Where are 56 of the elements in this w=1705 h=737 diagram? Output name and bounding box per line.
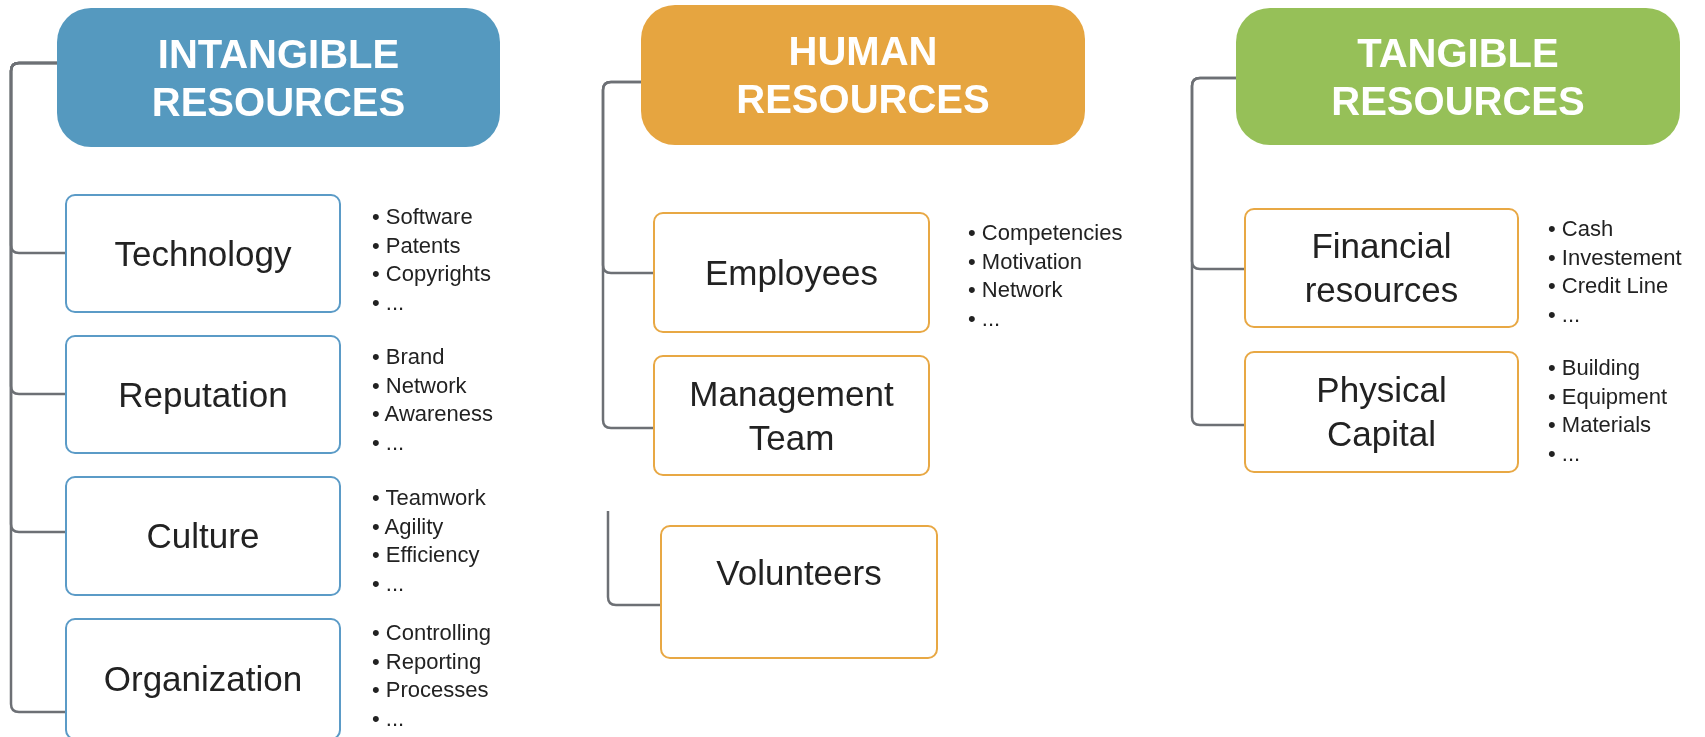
connector-line	[606, 511, 660, 607]
resource-box	[653, 212, 930, 333]
category-header	[641, 5, 1085, 145]
bullet-item: • ...	[372, 704, 406, 733]
category-header	[1236, 8, 1680, 145]
bullet-item: • Teamwork	[372, 484, 486, 512]
resource-box	[660, 525, 938, 659]
bullet-item: • ...	[372, 569, 406, 598]
bullet-item: • Cash	[1548, 215, 1615, 243]
bullet-item: • ...	[1548, 300, 1582, 329]
bullet-item: • Efficiency	[372, 541, 481, 569]
connector-line	[9, 61, 65, 714]
box-label: Reputation	[118, 373, 288, 416]
bullet-item: • ...	[372, 288, 406, 317]
box-label: Financial resources	[1303, 225, 1460, 311]
header-text: INTANGIBLE RESOURCES	[150, 30, 407, 126]
header-text: TANGIBLE RESOURCES	[1330, 29, 1586, 125]
bullet-item: • Equipment	[1548, 382, 1667, 411]
bullet-item: • Investement	[1548, 243, 1682, 272]
box-label: Employees	[704, 251, 879, 294]
bullet-item: • Network	[968, 276, 1064, 304]
box-label: Technology	[114, 232, 292, 275]
resource-box	[65, 618, 341, 737]
bullet-item: • Competencies	[968, 219, 1123, 247]
bullet-item: • Network	[372, 371, 468, 400]
bullet-item: • Reporting	[372, 647, 483, 676]
bullet-item: • Controlling	[372, 619, 491, 647]
bullet-item: • Processes	[372, 676, 490, 704]
header-text: HUMAN RESOURCES	[735, 28, 991, 123]
bullet-item: • Software	[372, 203, 474, 231]
bullet-item: • Motivation	[968, 247, 1084, 276]
resource-box	[1244, 351, 1519, 473]
category-header	[57, 8, 500, 147]
bullet-item: • Patents	[372, 231, 462, 260]
box-label: Management Team	[688, 372, 895, 459]
bullet-item: • Materials	[1548, 411, 1653, 439]
box-label: Volunteers	[716, 552, 882, 594]
bullet-item: • Brand	[372, 343, 446, 371]
resource-box	[65, 476, 341, 596]
connector-line	[601, 80, 653, 430]
resource-box	[1244, 208, 1519, 328]
bullet-item: • Awareness	[372, 400, 494, 428]
resource-box	[65, 194, 341, 313]
connector-line	[1190, 76, 1244, 427]
box-label: Physical Capital	[1315, 369, 1448, 455]
resource-box	[653, 355, 930, 476]
bullet-item: • ...	[968, 304, 1002, 333]
bullet-item: • Building	[1548, 354, 1642, 382]
bullet-item: • ...	[372, 428, 406, 457]
box-label: Organization	[103, 658, 303, 700]
bullet-item: • Copyrights	[372, 260, 491, 288]
bullet-item: • ...	[1548, 439, 1582, 468]
bullet-item: • Agility	[372, 512, 445, 541]
resource-box	[65, 335, 341, 454]
box-label: Culture	[146, 515, 260, 557]
bullet-item: • Credit Line	[1548, 272, 1670, 300]
